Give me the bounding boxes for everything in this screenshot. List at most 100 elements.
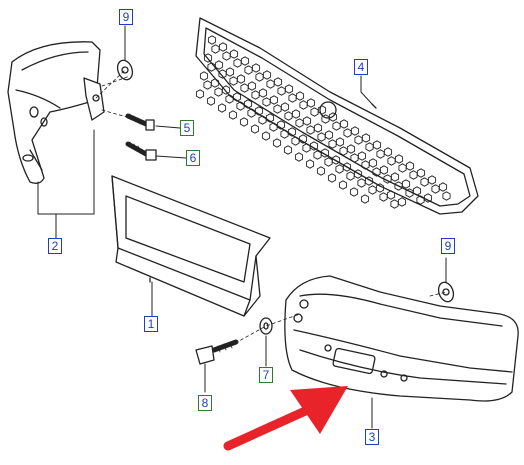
honeycomb-cell [269,95,279,105]
callout-label-9: 9 [119,9,133,25]
honeycomb-cell [261,131,271,141]
honeycomb-cell [360,194,370,204]
red-pointer-arrow [223,386,348,451]
screw-part [125,113,155,131]
honeycomb-cell [327,173,337,183]
honeycomb-cell [364,176,374,186]
honeycomb-cell [302,116,312,126]
callout-label-2: 2 [48,238,62,254]
honeycomb-cell [195,89,205,99]
honeycomb-cell [218,42,228,52]
honeycomb-cell [287,127,297,137]
honeycomb-cell [280,129,289,139]
honeycomb-cell [272,138,282,148]
honeycomb-cell [247,81,257,91]
honeycomb-cell [232,92,242,102]
honeycomb-cell [284,84,294,94]
leader-lines [37,25,447,429]
clip-nut-part [437,281,455,303]
assembly-dashed-lines [95,69,447,347]
honeycomb-cell [302,143,311,153]
honeycomb-cell [394,154,404,164]
callout-label-3: 3 [365,429,379,445]
bolt-part [195,339,239,365]
bumper-bracket-part [7,41,105,184]
honeycomb-cell [199,71,209,81]
honeycomb-cell [361,133,371,143]
honeycomb-cell [203,80,212,90]
honeycomb-cell [210,78,220,88]
honeycomb-cell [350,126,360,136]
honeycomb-cell [225,67,235,77]
honeycomb-cell [357,178,366,188]
honeycomb-cell [291,109,301,119]
honeycomb-cell [294,152,304,162]
honeycomb-cell [217,103,227,113]
honeycomb-cell [375,183,385,193]
honeycomb-cell [262,70,272,80]
honeycomb-cell [386,190,396,200]
honeycomb-cell [357,151,367,161]
impact-absorber-part [111,175,271,317]
honeycomb-cell [309,141,319,151]
honeycomb-cell [379,165,389,175]
clip-nut-part [116,59,134,81]
honeycomb-cell [273,77,283,87]
honeycomb-cell [335,137,345,147]
honeycomb-cell [442,191,451,201]
honeycomb-cell [412,186,422,196]
honeycomb-cell [416,168,426,178]
bumper-cover-part [284,275,519,402]
honeycomb-cell [368,158,378,168]
honeycomb-cell [295,91,305,101]
grille-honeycomb-mesh [195,35,451,209]
honeycomb-cell [305,159,315,169]
honeycomb-cell [280,102,290,112]
honeycomb-cell [346,171,355,181]
honeycomb-cell [251,63,261,73]
honeycomb-cell [229,49,239,59]
honeycomb-cell [383,147,393,157]
honeycomb-cell [324,157,333,167]
honeycomb-cell [214,60,224,70]
washer-part [259,317,273,335]
callout-label-7: 7 [259,367,273,383]
honeycomb-cell [316,166,326,176]
honeycomb-cell [368,185,377,195]
callout-label-6: 6 [186,150,200,166]
honeycomb-cell [240,56,250,66]
honeycomb-cell [390,199,399,209]
honeycomb-cell [372,140,382,150]
honeycomb-cell [331,155,341,165]
honeycomb-cell [214,87,223,97]
honeycomb-cell [438,182,448,192]
honeycomb-cell [427,175,437,185]
honeycomb-cell [397,197,407,207]
honeycomb-cell [203,53,213,63]
honeycomb-cell [313,150,322,160]
honeycomb-cell [236,74,246,84]
honeycomb-cell [206,96,216,106]
honeycomb-cell [335,164,344,174]
honeycomb-cell [250,124,260,134]
honeycomb-cell [338,180,348,190]
callout-label-9b: 9 [441,238,455,254]
honeycomb-cell [276,120,286,130]
honeycomb-cell [349,187,359,197]
honeycomb-cell [320,148,330,158]
callout-label-1: 1 [144,316,158,332]
honeycomb-cell [379,192,388,202]
honeycomb-cell [265,113,275,123]
honeycomb-cell [207,35,217,45]
honeycomb-cell [254,106,264,116]
honeycomb-cell [228,110,238,120]
honeycomb-cell [239,117,249,127]
honeycomb-cell [405,161,415,171]
honeycomb-cell [353,169,363,179]
honeycomb-cell [401,179,411,189]
bolt-part [125,141,157,161]
honeycomb-cell [423,193,433,203]
honeycomb-cell [342,162,352,172]
callout-label-5: 5 [180,120,194,136]
